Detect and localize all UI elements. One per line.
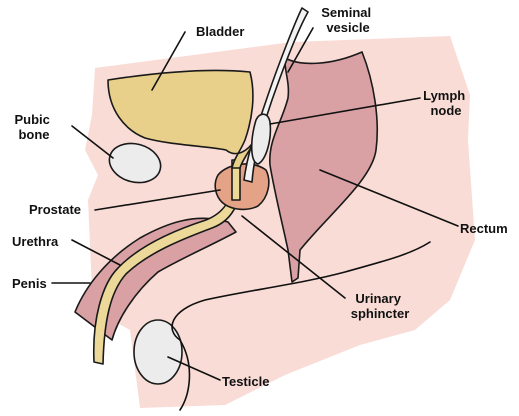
label-testicle: Testicle: [222, 374, 269, 389]
prostate-shape: [215, 164, 269, 209]
label-urinary-sphincter: Urinary sphincter: [351, 291, 410, 321]
label-urethra: Urethra: [12, 234, 59, 249]
label-seminal-vesicle: Seminal vesicle: [321, 5, 374, 35]
label-penis: Penis: [12, 276, 47, 291]
label-pubic-bone: Pubic bone: [14, 112, 53, 142]
label-rectum: Rectum: [460, 221, 508, 236]
label-prostate: Prostate: [29, 202, 81, 217]
testicle-shape: [134, 320, 182, 384]
label-bladder: Bladder: [196, 24, 244, 39]
